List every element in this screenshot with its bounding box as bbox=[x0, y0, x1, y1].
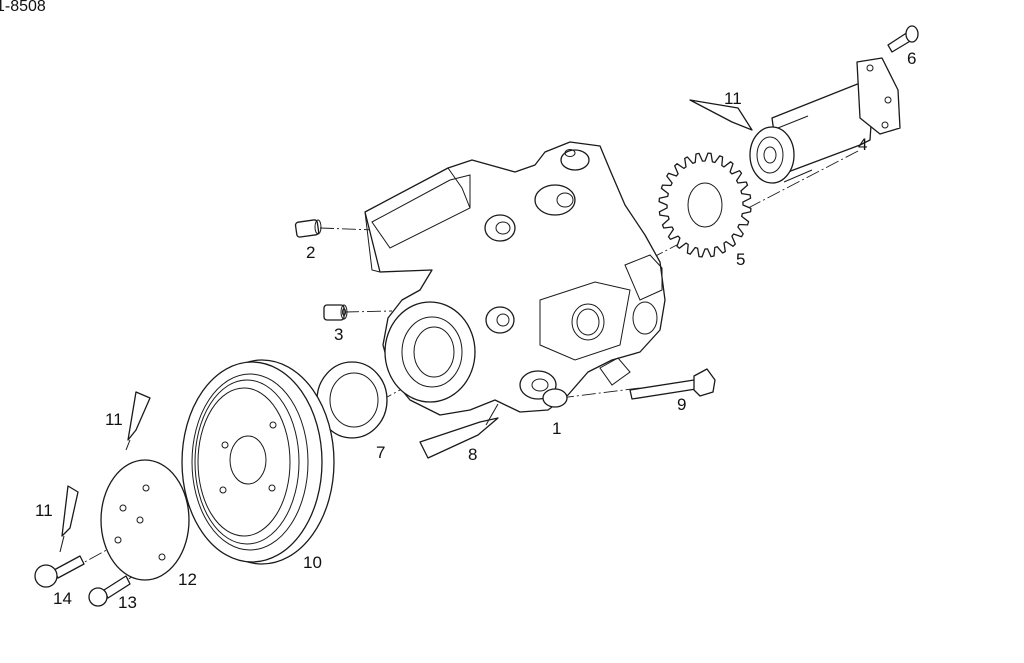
hub-plate bbox=[100, 459, 190, 581]
callout-10: 10 bbox=[303, 553, 322, 572]
threadlocker-applicator bbox=[689, 99, 753, 131]
hollow-dowel bbox=[323, 304, 348, 321]
callout-8: 8 bbox=[468, 445, 477, 464]
callout-13: 13 bbox=[118, 593, 137, 612]
drive-shaft bbox=[749, 57, 901, 184]
callout-9: 9 bbox=[677, 395, 686, 414]
pulley bbox=[181, 359, 335, 565]
pump-housing bbox=[364, 141, 666, 416]
hub-bolt bbox=[88, 575, 131, 607]
callout-1: 1 bbox=[552, 419, 561, 438]
threadlocker-applicator bbox=[125, 391, 151, 451]
callout-12: 12 bbox=[178, 570, 197, 589]
flange-screw bbox=[887, 25, 919, 53]
callout-labels: 1 2 3 4 5 6 7 8 9 10 11 11 11 12 13 14 bbox=[35, 49, 916, 612]
drive-gear bbox=[658, 152, 752, 258]
threadlocker-applicator bbox=[59, 485, 79, 553]
callout-6: 6 bbox=[907, 49, 916, 68]
dowel-pin bbox=[294, 219, 322, 238]
callout-11: 11 bbox=[35, 501, 53, 520]
callout-3: 3 bbox=[334, 325, 343, 344]
callout-11: 11 bbox=[105, 410, 123, 429]
callout-11: 11 bbox=[724, 89, 742, 108]
callout-5: 5 bbox=[736, 250, 745, 269]
callout-7: 7 bbox=[376, 443, 385, 462]
callout-2: 2 bbox=[306, 243, 315, 262]
pulley-bolt bbox=[34, 555, 85, 588]
callout-4: 4 bbox=[858, 135, 867, 154]
sealant-applicator bbox=[419, 403, 499, 459]
drawing-code: 1-8508 bbox=[0, 0, 46, 15]
callout-14: 14 bbox=[53, 589, 72, 608]
mounting-bolt bbox=[629, 368, 716, 400]
